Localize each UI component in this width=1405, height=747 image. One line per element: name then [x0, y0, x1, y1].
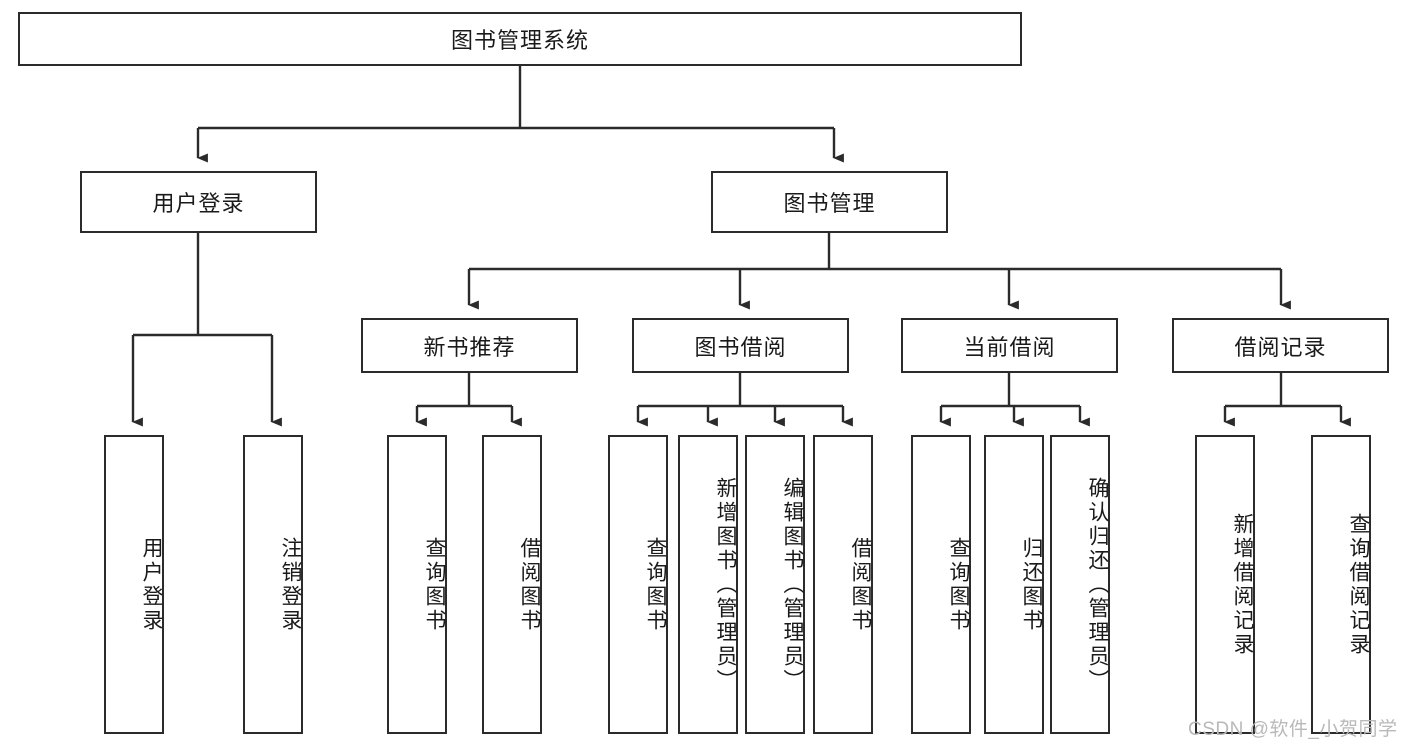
leaf-query-borrow-record[interactable]: 查询借阅记录: [1311, 435, 1371, 734]
leaf-label: 新增图书（管理员）: [714, 476, 737, 693]
leaf-query-book-current[interactable]: 查询图书: [911, 435, 971, 734]
leaf-label: 查询图书: [423, 536, 446, 633]
leaf-label: 编辑图书（管理员）: [781, 476, 804, 693]
leaf-label: 查询图书: [644, 536, 667, 633]
leaf-label: 确认归还（管理员）: [1086, 476, 1109, 693]
node-borrow-records[interactable]: 借阅记录: [1172, 318, 1389, 373]
leaf-add-borrow-record[interactable]: 新增借阅记录: [1195, 435, 1255, 734]
leaf-logout[interactable]: 注销登录: [243, 435, 303, 734]
leaf-label: 归还图书: [1020, 536, 1043, 633]
node-root[interactable]: 图书管理系统: [18, 12, 1022, 66]
leaf-label: 注销登录: [279, 536, 302, 633]
watermark-text: CSDN @软件_小贺同学: [1188, 719, 1398, 740]
node-user-login[interactable]: 用户登录: [80, 171, 317, 233]
node-book-management-label: 图书管理: [783, 191, 876, 216]
leaf-borrow-book-recommend[interactable]: 借阅图书: [482, 435, 542, 734]
node-new-book-recommend[interactable]: 新书推荐: [361, 318, 578, 373]
leaf-query-book-recommend[interactable]: 查询图书: [387, 435, 447, 734]
node-book-borrow-label: 图书借阅: [694, 334, 787, 360]
leaf-borrow-book[interactable]: 借阅图书: [813, 435, 873, 734]
leaf-label: 新增借阅记录: [1231, 512, 1254, 657]
node-root-label: 图书管理系统: [450, 28, 589, 53]
node-new-book-recommend-label: 新书推荐: [423, 334, 516, 360]
leaf-edit-book-admin[interactable]: 编辑图书（管理员）: [745, 435, 805, 734]
leaf-add-book-admin[interactable]: 新增图书（管理员）: [678, 435, 738, 734]
node-current-borrow-label: 当前借阅: [963, 334, 1056, 360]
leaf-query-book-borrow[interactable]: 查询图书: [608, 435, 668, 734]
node-user-login-label: 用户登录: [152, 191, 245, 216]
leaf-label: 查询图书: [947, 536, 970, 633]
leaf-label: 借阅图书: [849, 536, 872, 633]
node-book-management[interactable]: 图书管理: [711, 171, 948, 233]
leaf-confirm-return-admin[interactable]: 确认归还（管理员）: [1050, 435, 1110, 734]
node-book-borrow[interactable]: 图书借阅: [632, 318, 849, 373]
leaf-user-login[interactable]: 用户登录: [104, 435, 164, 734]
leaf-return-book[interactable]: 归还图书: [984, 435, 1044, 734]
node-current-borrow[interactable]: 当前借阅: [901, 318, 1118, 373]
leaf-label: 借阅图书: [518, 536, 541, 633]
leaf-label: 用户登录: [140, 536, 163, 633]
node-borrow-records-label: 借阅记录: [1234, 334, 1327, 360]
leaf-label: 查询借阅记录: [1347, 512, 1370, 657]
